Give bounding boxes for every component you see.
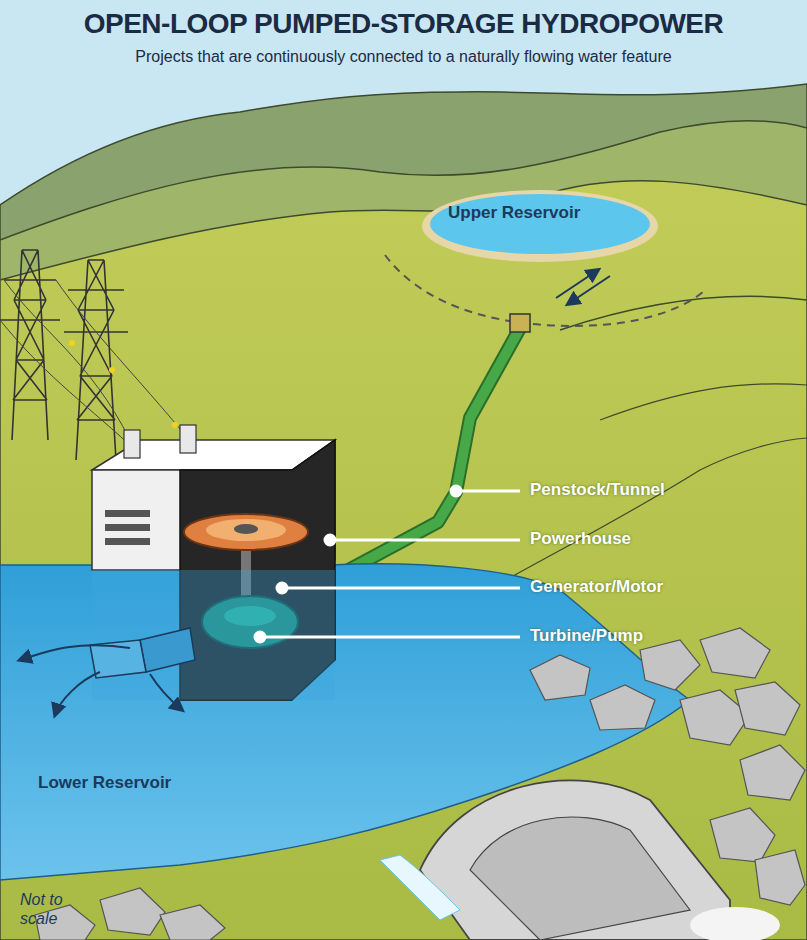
reservoir-label: Upper Reservoir bbox=[448, 203, 580, 223]
subtitle: Projects that are continuously connected… bbox=[0, 48, 807, 66]
part-label: Penstock/Tunnel bbox=[530, 480, 665, 500]
reservoir-label: Lower Reservoir bbox=[38, 773, 171, 793]
diagram-title: OPEN-LOOP PUMPED-STORAGE HYDROPOWER bbox=[0, 8, 807, 40]
scale-note: Not to scale bbox=[20, 890, 76, 928]
part-label: Turbine/Pump bbox=[530, 626, 643, 646]
part-label: Powerhouse bbox=[530, 529, 631, 549]
part-label: Generator/Motor bbox=[530, 577, 663, 597]
